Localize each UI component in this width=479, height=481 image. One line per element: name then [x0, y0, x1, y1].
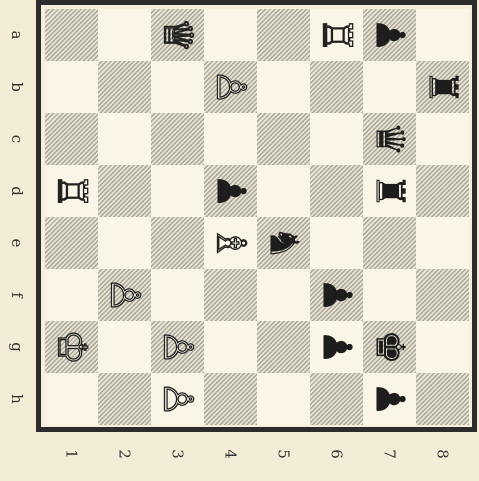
- file-label-c: c: [0, 124, 43, 154]
- file-label-h: h: [0, 384, 43, 414]
- file-label-e: e: [0, 228, 43, 258]
- rank-label-3: 3: [162, 428, 194, 481]
- square-b3[interactable]: [151, 61, 204, 113]
- square-g3[interactable]: [151, 321, 204, 373]
- square-c1[interactable]: [45, 113, 98, 165]
- square-a3[interactable]: [151, 9, 204, 61]
- square-d7[interactable]: [363, 165, 416, 217]
- square-c6[interactable]: [310, 113, 363, 165]
- square-c3[interactable]: [151, 113, 204, 165]
- square-f5[interactable]: [257, 269, 310, 321]
- square-f4[interactable]: [204, 269, 257, 321]
- square-a6[interactable]: [310, 9, 363, 61]
- square-e5[interactable]: [257, 217, 310, 269]
- square-d5[interactable]: [257, 165, 310, 217]
- file-label-a: a: [0, 20, 43, 50]
- square-e1[interactable]: [45, 217, 98, 269]
- square-c5[interactable]: [257, 113, 310, 165]
- square-g1[interactable]: [45, 321, 98, 373]
- rank-label-5: 5: [268, 428, 300, 481]
- square-h8[interactable]: [416, 373, 469, 425]
- square-d8[interactable]: [416, 165, 469, 217]
- square-e3[interactable]: [151, 217, 204, 269]
- square-h7[interactable]: [363, 373, 416, 425]
- square-f2[interactable]: [98, 269, 151, 321]
- square-e8[interactable]: [416, 217, 469, 269]
- square-b5[interactable]: [257, 61, 310, 113]
- square-a2[interactable]: [98, 9, 151, 61]
- square-b2[interactable]: [98, 61, 151, 113]
- square-g2[interactable]: [98, 321, 151, 373]
- square-d6[interactable]: [310, 165, 363, 217]
- rank-label-4: 4: [215, 428, 247, 481]
- square-g8[interactable]: [416, 321, 469, 373]
- file-label-f: f: [0, 280, 43, 310]
- square-e7[interactable]: [363, 217, 416, 269]
- file-label-d: d: [0, 176, 43, 206]
- square-a7[interactable]: [363, 9, 416, 61]
- square-g7[interactable]: [363, 321, 416, 373]
- square-d4[interactable]: [204, 165, 257, 217]
- square-h4[interactable]: [204, 373, 257, 425]
- square-c4[interactable]: [204, 113, 257, 165]
- square-h3[interactable]: [151, 373, 204, 425]
- rank-label-2: 2: [109, 428, 141, 481]
- square-e2[interactable]: [98, 217, 151, 269]
- square-d3[interactable]: [151, 165, 204, 217]
- square-a8[interactable]: [416, 9, 469, 61]
- square-g4[interactable]: [204, 321, 257, 373]
- square-f1[interactable]: [45, 269, 98, 321]
- square-h6[interactable]: [310, 373, 363, 425]
- file-label-b: b: [0, 72, 43, 102]
- square-c2[interactable]: [98, 113, 151, 165]
- square-h2[interactable]: [98, 373, 151, 425]
- square-a1[interactable]: [45, 9, 98, 61]
- square-b1[interactable]: [45, 61, 98, 113]
- rank-label-1: 1: [56, 428, 88, 481]
- rank-label-8: 8: [427, 428, 459, 481]
- chess-board[interactable]: ♕♖♟♙♜♛♖♟♜♗♞♙♟♔♙♟♚♙♟: [45, 9, 468, 423]
- square-d1[interactable]: [45, 165, 98, 217]
- square-h1[interactable]: [45, 373, 98, 425]
- square-a5[interactable]: [257, 9, 310, 61]
- square-b4[interactable]: [204, 61, 257, 113]
- square-b8[interactable]: [416, 61, 469, 113]
- square-a4[interactable]: [204, 9, 257, 61]
- square-e4[interactable]: [204, 217, 257, 269]
- rank-label-7: 7: [374, 428, 406, 481]
- square-g6[interactable]: [310, 321, 363, 373]
- square-f8[interactable]: [416, 269, 469, 321]
- square-c8[interactable]: [416, 113, 469, 165]
- square-e6[interactable]: [310, 217, 363, 269]
- square-f6[interactable]: [310, 269, 363, 321]
- square-g5[interactable]: [257, 321, 310, 373]
- square-c7[interactable]: [363, 113, 416, 165]
- square-f3[interactable]: [151, 269, 204, 321]
- square-d2[interactable]: [98, 165, 151, 217]
- file-label-g: g: [0, 332, 43, 362]
- square-h5[interactable]: [257, 373, 310, 425]
- square-f7[interactable]: [363, 269, 416, 321]
- square-b6[interactable]: [310, 61, 363, 113]
- square-b7[interactable]: [363, 61, 416, 113]
- rank-label-6: 6: [321, 428, 353, 481]
